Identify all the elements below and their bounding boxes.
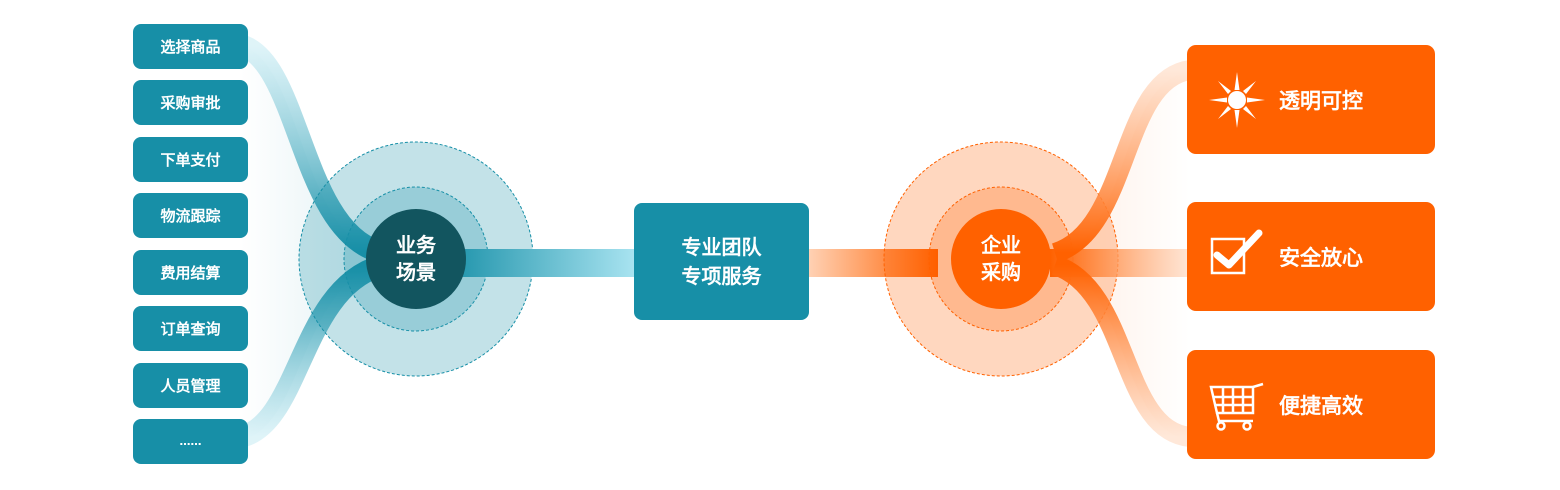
right-item-transparent: 透明可控 [1187,45,1435,154]
left-item-more[interactable]: …… [133,419,248,464]
left-item-personnel[interactable]: 人员管理 [133,363,248,408]
right-item-label: 安全放心 [1279,245,1363,270]
right-item-safe: 安全放心 [1187,202,1435,311]
right-item-efficient: 便捷高效 [1187,350,1435,459]
sun-icon [1209,71,1265,128]
left-item-order-query[interactable]: 订单查询 [133,306,248,351]
center-box-line1: 专业团队 [681,234,762,259]
enterprise-procurement-circle: 企业采购 [951,209,1051,309]
center-box-line2: 专项服务 [681,263,762,288]
professional-team-box: 专业团队 专项服务 [634,203,809,320]
left-item-settlement[interactable]: 费用结算 [133,250,248,295]
left-item-payment[interactable]: 下单支付 [133,137,248,182]
business-circle-line2: 场景 [396,260,436,284]
business-scenario-circle: 业务场景 [366,209,466,309]
left-item-logistics[interactable]: 物流跟踪 [133,193,248,238]
left-item-approval[interactable]: 采购审批 [133,80,248,125]
enterprise-circle-line1: 企业 [981,233,1021,257]
business-circle-line1: 业务 [396,233,436,257]
left-item-select-goods[interactable]: 选择商品 [133,24,248,69]
right-item-label: 透明可控 [1279,88,1363,113]
right-item-label: 便捷高效 [1279,393,1363,418]
shopping-cart-icon [1209,382,1264,431]
enterprise-circle-line2: 采购 [981,260,1021,284]
checkbox-icon [1210,229,1263,274]
